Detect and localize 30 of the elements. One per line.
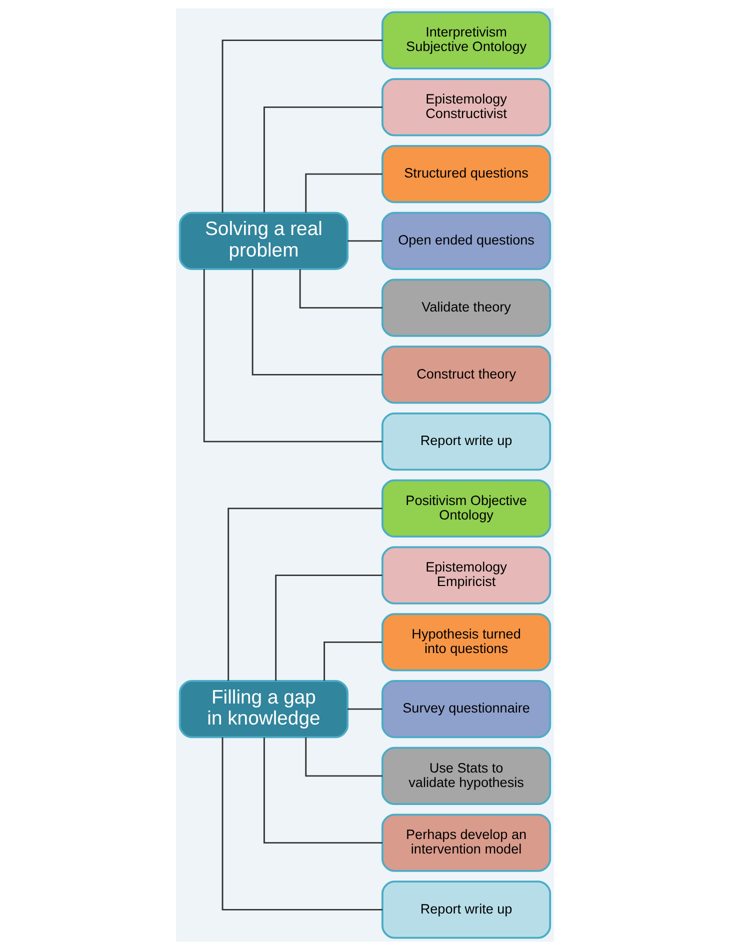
node-box: Survey questionnaire [380, 680, 551, 738]
node-box: Construct theory [380, 346, 551, 404]
connector [227, 508, 382, 681]
node-box: Interpretivism Subjective Ontology [380, 11, 551, 70]
connector [323, 641, 382, 681]
node-box: Report write up [380, 880, 551, 939]
connector [262, 737, 382, 844]
node-box: Structured questions [380, 144, 551, 204]
connector [202, 269, 382, 442]
node-box: Solving a real problem [178, 212, 348, 270]
connector [298, 269, 382, 309]
node-box: Hypothesis turned into questions [380, 613, 551, 672]
node-box: Open ended questions [380, 212, 551, 270]
node-box: Validate theory [380, 278, 551, 337]
connector [274, 574, 382, 681]
connector [347, 240, 382, 242]
node-box: Epistemology Constructivist [380, 78, 551, 136]
connector [251, 269, 382, 376]
connector [347, 708, 382, 710]
node-box: Filling a gap in knowledge [178, 680, 348, 738]
connector [304, 737, 382, 777]
node-box: Positivism Objective Ontology [380, 479, 551, 538]
connector [221, 40, 382, 213]
connector [221, 737, 382, 910]
node-box: Epistemology Empiricist [380, 546, 551, 604]
connector [304, 173, 382, 213]
node-box: Use Stats to validate hypothesis [380, 746, 551, 806]
node-box: Perhaps develop an intervention model [380, 814, 551, 872]
connector [262, 106, 382, 213]
node-box: Report write up [380, 412, 551, 471]
